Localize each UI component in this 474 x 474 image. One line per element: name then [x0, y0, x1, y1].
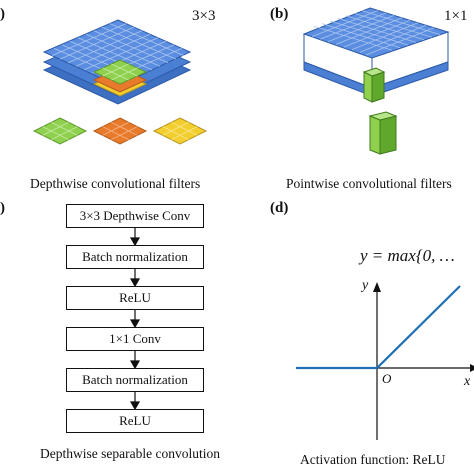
filter-yellow	[152, 117, 208, 145]
y-axis-label: y	[362, 278, 369, 293]
flow-arrows	[129, 228, 141, 411]
kernel-stack	[92, 59, 148, 97]
panel-a-caption: Depthwise convolutional filters	[30, 176, 201, 191]
filter-green	[32, 117, 88, 145]
filter-orange	[92, 117, 148, 145]
relu-formula: y = max{0, …	[360, 246, 455, 265]
panel-c-caption: Depthwise separable convolution	[40, 446, 220, 461]
flow-step-batch-norm-2: Batch normalization	[66, 368, 204, 392]
relu-plot	[296, 282, 474, 440]
panel-a-kernel-size: 3×3	[192, 8, 216, 24]
origin-label: O	[382, 371, 392, 386]
y-axis-arrow	[373, 282, 381, 292]
flow-step-relu-1: ReLU	[66, 286, 204, 310]
flow-step-batch-norm-1: Batch normalization	[66, 245, 204, 269]
panel-c-letter: )	[0, 200, 5, 216]
panel-b-letter: (b)	[270, 6, 289, 22]
flow-step-relu-2: ReLU	[66, 409, 204, 433]
panel-a-letter: )	[0, 6, 5, 22]
panel-d-caption: Activation function: ReLU	[300, 452, 446, 467]
panel-b-kernel-size: 1×1	[444, 8, 468, 24]
flow-step-depthwise-conv: 3×3 Depthwise Conv	[66, 204, 204, 228]
panel-d-letter: (d)	[270, 200, 289, 216]
x-axis-label: x	[464, 374, 471, 389]
panel-b-illustration	[302, 7, 450, 155]
relu-positive-segment	[376, 285, 461, 369]
flow-step-pointwise-conv: 1×1 Conv	[66, 327, 204, 351]
panel-b-caption: Pointwise convolutional filters	[286, 176, 452, 191]
x-axis-arrow	[470, 364, 474, 372]
